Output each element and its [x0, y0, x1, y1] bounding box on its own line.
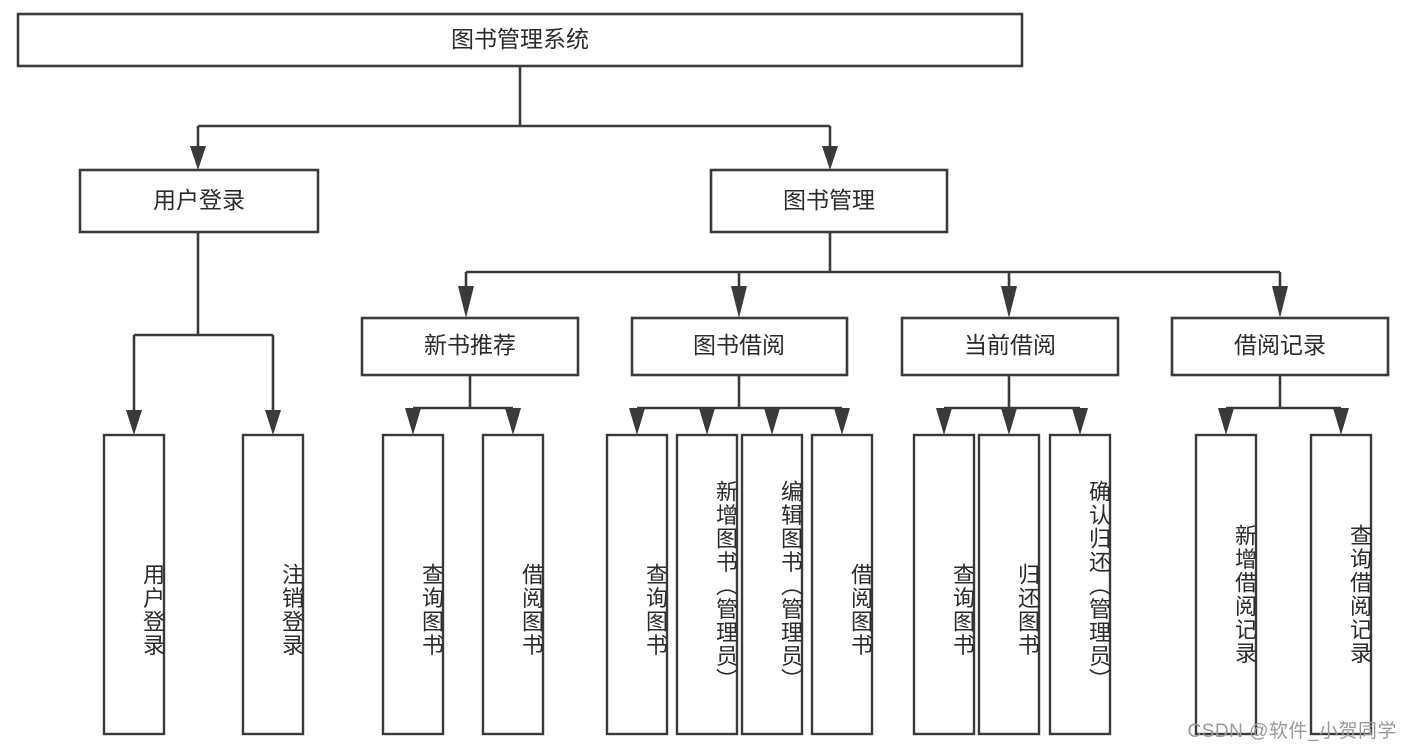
node-book-borrow-label: 图书借阅 — [693, 332, 785, 358]
arrowhead-leaf-user-login — [126, 410, 142, 435]
node-new-book-box[interactable] — [360, 316, 580, 377]
arrowhead-borrow-records — [1272, 286, 1288, 318]
arrowhead-book-borrow-leaf-4 — [834, 408, 850, 435]
node-book-manage-label: 图书管理 — [783, 187, 875, 213]
node-borrow-records-box[interactable] — [1170, 316, 1390, 377]
arrowhead-current-borrow-leaf-2 — [1001, 408, 1017, 435]
arrowhead-new-book-leaf-2 — [505, 408, 521, 435]
arrowhead-borrow-records-leaf-2 — [1333, 408, 1349, 435]
leaf-br-add-record-box[interactable] — [1194, 433, 1258, 736]
arrowhead-user-login — [190, 146, 206, 170]
arrowhead-leaf-logout — [265, 410, 281, 435]
leaf-cb-query-book-box[interactable] — [912, 433, 976, 736]
leaf-nb-query-book-box[interactable] — [381, 433, 445, 736]
leaf-nb-borrow-book-box[interactable] — [481, 433, 545, 736]
arrowhead-book-borrow-leaf-3 — [764, 408, 780, 435]
leaf-bb-query-book-box[interactable] — [605, 433, 669, 736]
leaf-bb-edit-book-box[interactable] — [740, 433, 804, 736]
node-user-login-label: 用户登录 — [153, 187, 245, 213]
leaf-cb-confirm-return-box[interactable] — [1048, 433, 1112, 736]
arrowhead-book-manage — [822, 146, 838, 170]
leaf-user-login-box[interactable] — [102, 433, 166, 736]
node-borrow-records-label: 借阅记录 — [1234, 332, 1326, 358]
arrowhead-new-book — [458, 286, 474, 318]
node-user-login-box[interactable] — [78, 168, 320, 234]
arrowhead-book-borrow-leaf-1 — [629, 408, 645, 435]
arrowhead-book-borrow — [731, 286, 747, 318]
arrowhead-current-borrow-leaf-3 — [1072, 408, 1088, 435]
node-current-borrow-label: 当前借阅 — [964, 332, 1056, 358]
leaf-cb-return-book-box[interactable] — [977, 433, 1041, 736]
arrowhead-current-borrow-leaf-1 — [936, 408, 952, 435]
arrowhead-current-borrow — [1001, 286, 1017, 318]
csdn-watermark: CSDN @软件_小贺同学 — [1187, 721, 1397, 742]
arrowhead-borrow-records-leaf-1 — [1218, 408, 1234, 435]
node-new-book-label: 新书推荐 — [424, 332, 516, 358]
arrowhead-new-book-leaf-1 — [405, 408, 421, 435]
node-book-manage-box[interactable] — [709, 168, 949, 234]
arrowhead-book-borrow-leaf-2 — [699, 408, 715, 435]
node-root-box[interactable] — [16, 12, 1024, 68]
node-layer: 图书管理系统 用户登录 图书管理 新书推荐 图书借阅 当前借阅 借阅记录 — [16, 12, 1390, 736]
leaf-bb-borrow-book-box[interactable] — [810, 433, 874, 736]
leaf-bb-add-book-box[interactable] — [675, 433, 739, 736]
leaf-br-query-record-box[interactable] — [1309, 433, 1373, 736]
node-current-borrow-box[interactable] — [900, 316, 1120, 377]
node-book-borrow-box[interactable] — [630, 316, 849, 377]
edge-layer — [126, 66, 1349, 435]
node-root-label: 图书管理系统 — [451, 26, 589, 52]
leaf-logout-box[interactable] — [241, 433, 305, 736]
